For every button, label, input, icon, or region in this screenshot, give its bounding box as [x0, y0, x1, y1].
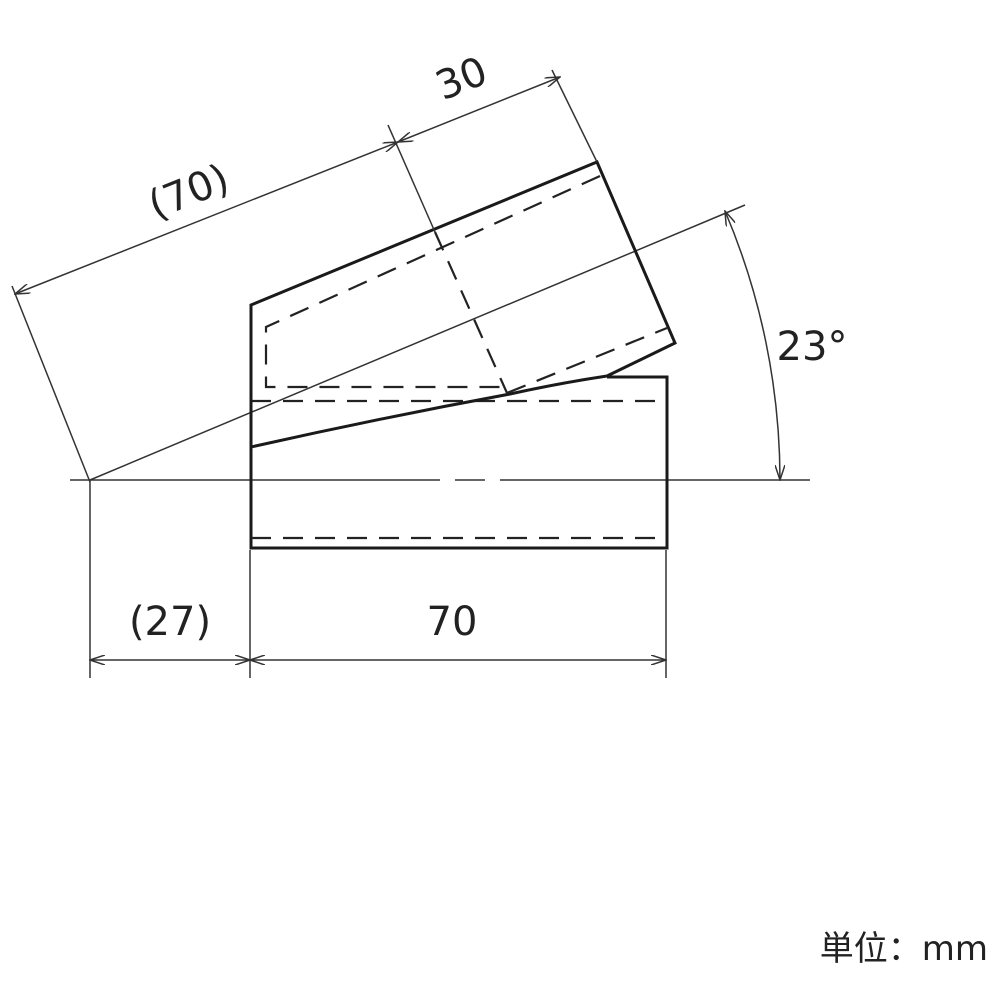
socket-boundary-hidden [433, 231, 509, 394]
dim-line-socket [398, 77, 560, 142]
upper-pipe-hidden-socket [264, 174, 601, 389]
upper-pipe-hidden-end [506, 326, 668, 395]
branch-centerline [89, 204, 746, 481]
extension-line-end [551, 69, 598, 163]
label-lower-length: 70 [427, 599, 478, 645]
dim-line-upper-length [15, 142, 398, 294]
label-offset: (27) [129, 599, 211, 645]
label-angle: 23° [777, 324, 848, 370]
dim-arc-angle [725, 211, 780, 480]
label-upper-length: (70) [142, 156, 235, 229]
unit-label: 単位：mm [820, 929, 988, 969]
upper-pipe-outline [249, 160, 677, 449]
extension-line-socket [387, 124, 436, 233]
lower-pipe-outline [249, 375, 669, 550]
label-socket-depth: 30 [429, 48, 493, 110]
extension-line-left [11, 285, 91, 483]
